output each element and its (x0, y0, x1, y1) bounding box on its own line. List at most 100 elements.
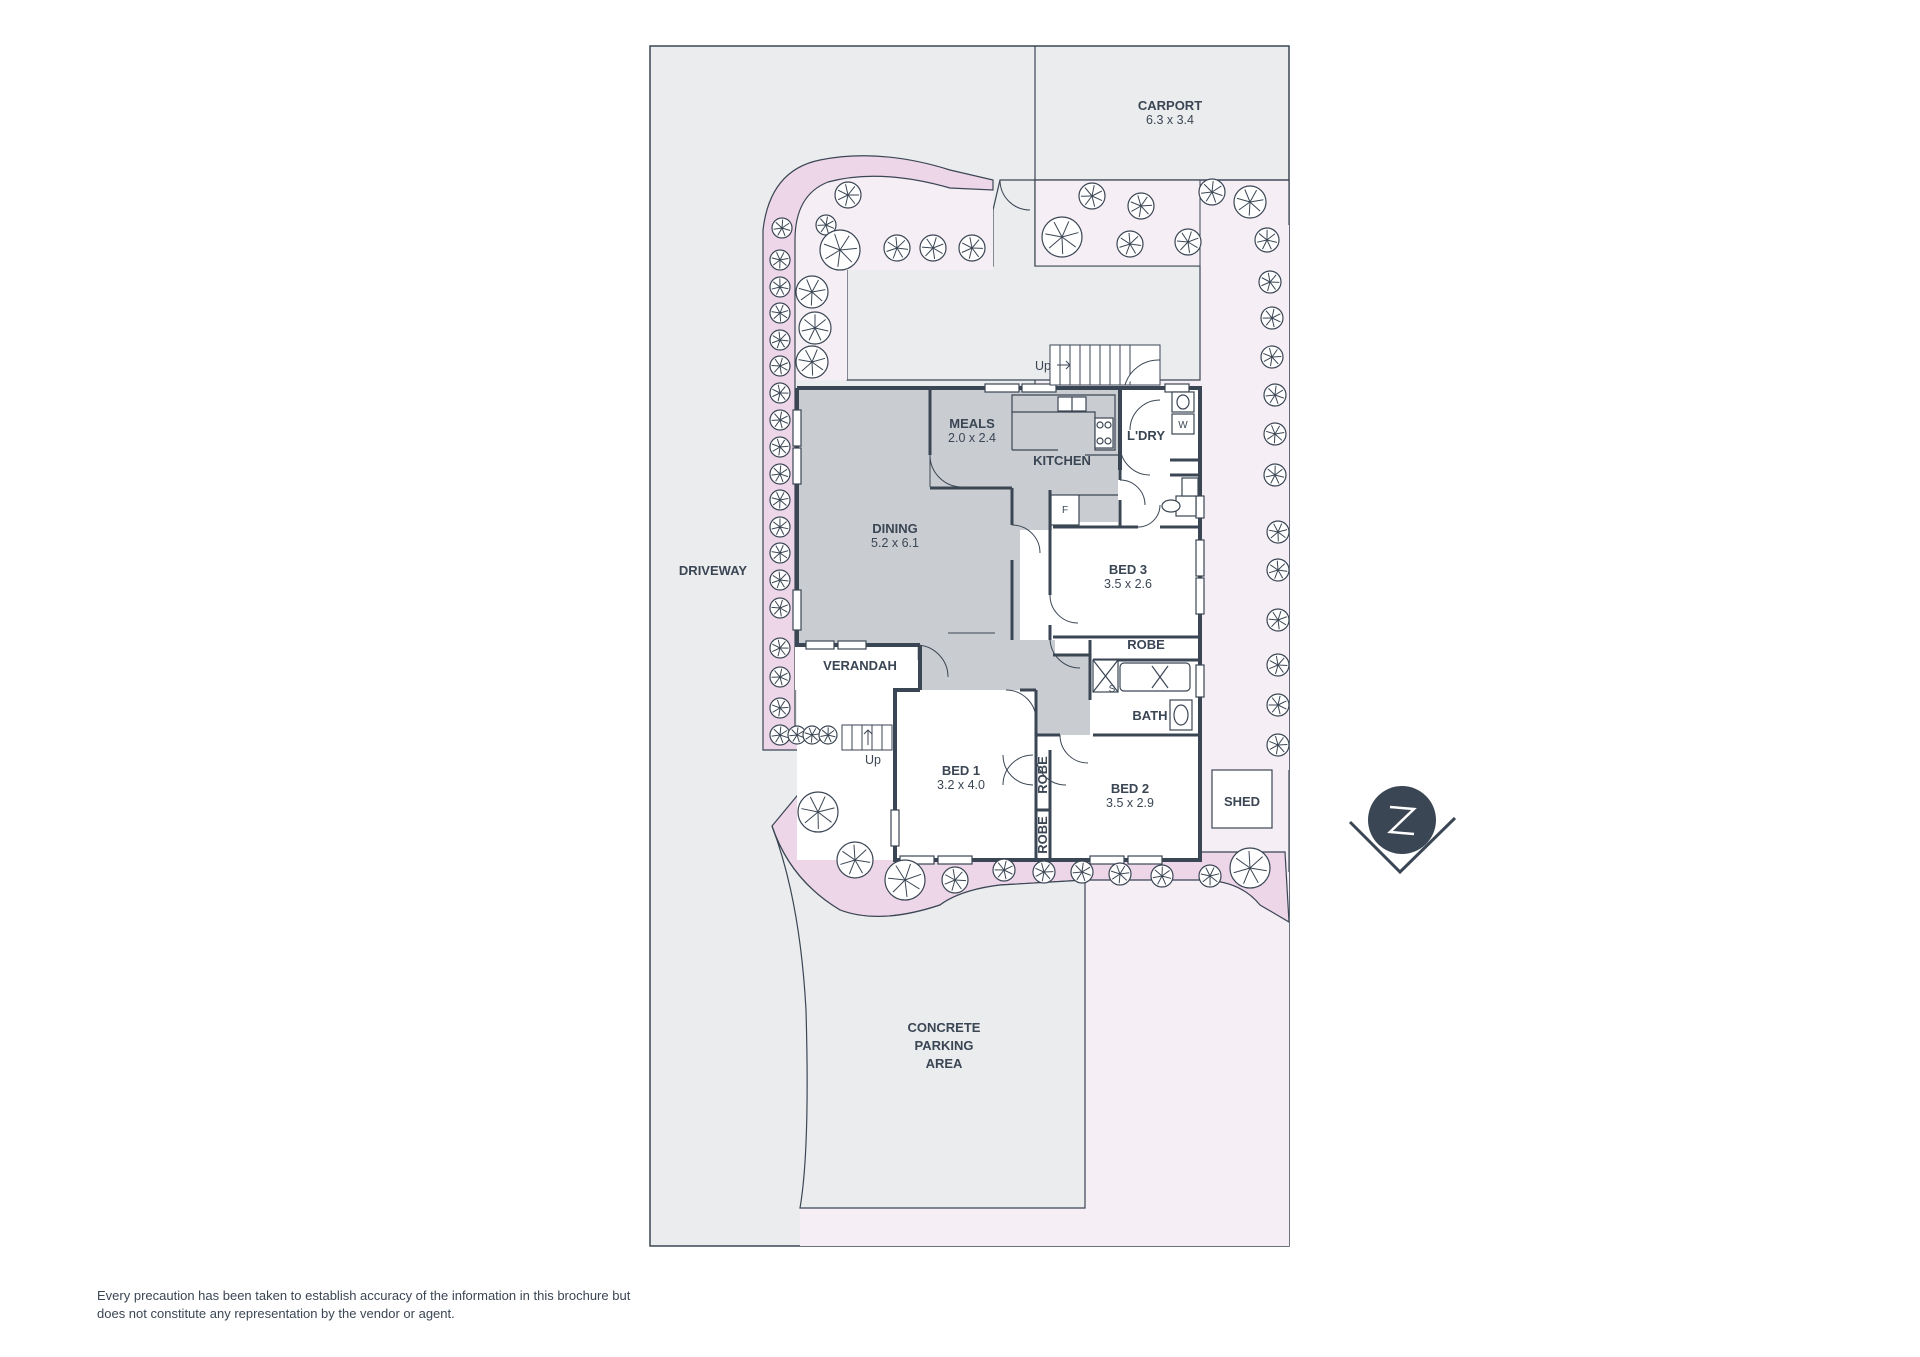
label-parking-1: CONCRETE (908, 1020, 981, 1035)
trees (769, 178, 1290, 901)
tree-icon (1174, 228, 1202, 256)
tree-icon (1266, 653, 1290, 677)
tree-icon (1260, 306, 1284, 330)
tree-icon (769, 302, 791, 324)
label-parking-3: AREA (926, 1056, 963, 1071)
tree-icon (769, 569, 791, 591)
tree-icon (883, 234, 911, 262)
disclaimer-text: Every precaution has been taken to estab… (97, 1288, 631, 1321)
label-bed2-dim: 3.5 x 2.9 (1106, 796, 1154, 810)
tree-icon (1198, 178, 1226, 206)
label-kitchen: KITCHEN (1033, 453, 1091, 468)
label-bed2: BED 2 (1111, 781, 1149, 796)
tree-icon (1266, 520, 1290, 544)
kitchen-benches (1011, 394, 1118, 526)
tree-icon (1266, 558, 1290, 582)
concrete-parking-area (771, 825, 1086, 1209)
label-bath: BATH (1132, 708, 1167, 723)
label-shower: S (1109, 684, 1116, 695)
tree-icon (769, 382, 791, 404)
rear-stairs (1049, 344, 1161, 386)
tree-icon (769, 724, 791, 746)
garden-top-left (765, 160, 993, 740)
tree-icon (795, 275, 829, 309)
laundry-fixtures (1161, 391, 1199, 517)
label-laundry: L'DRY (1127, 428, 1165, 443)
bed2-floor (1036, 735, 1198, 860)
tree-icon (769, 542, 791, 564)
tree-icon (1041, 216, 1083, 258)
tree-icon (769, 436, 791, 458)
tree-icon (834, 181, 862, 209)
tree-icon (1266, 693, 1290, 717)
tree-icon (769, 249, 791, 271)
label-robe-bed1-a: ROBE (1035, 756, 1050, 794)
bath-fixtures (1092, 659, 1193, 731)
tree-icon (1258, 270, 1282, 294)
tree-icon (769, 637, 791, 659)
tree-icon (1233, 185, 1267, 219)
label-stairs-up-rear: Up (1035, 359, 1051, 373)
tree-icon (769, 516, 791, 538)
interior-walls (928, 390, 1198, 860)
tree-icon (836, 841, 874, 879)
tree-icon (941, 866, 969, 894)
tree-icon (769, 697, 791, 719)
tree-icon (798, 311, 832, 345)
label-meals-dim: 2.0 x 2.4 (948, 431, 996, 445)
gate-swing (999, 179, 1031, 211)
tree-icon (1150, 864, 1174, 888)
tree-icon (818, 725, 838, 745)
front-stairs (841, 724, 893, 751)
tree-icon (1263, 422, 1287, 446)
tree-icon (1127, 192, 1155, 220)
tree-icon (1260, 345, 1284, 369)
label-stairs-up-front: Up (865, 753, 881, 767)
tree-icon (1032, 860, 1056, 884)
label-bed1: BED 1 (942, 763, 980, 778)
tree-icon (1108, 862, 1132, 886)
label-carport-dim: 6.3 x 3.4 (1146, 113, 1194, 127)
tree-icon (992, 858, 1016, 882)
tree-icon (884, 859, 926, 901)
label-bed3-dim: 3.5 x 2.6 (1104, 577, 1152, 591)
bed1-floor (896, 690, 1036, 860)
tree-icon (795, 345, 829, 379)
label-robe-bed3: ROBE (1127, 637, 1165, 652)
door-swings (915, 399, 1161, 786)
tree-icon (771, 217, 793, 239)
tree-icon (958, 234, 986, 262)
tree-icon (769, 276, 791, 298)
label-carport: CARPORT (1138, 98, 1202, 113)
windows (792, 383, 1205, 865)
tree-icon (1263, 383, 1287, 407)
tree-icon (1266, 733, 1290, 757)
hall-zone (916, 640, 1090, 735)
tree-icon (769, 329, 791, 351)
label-verandah: VERANDAH (823, 658, 897, 673)
shed (1211, 769, 1273, 829)
tree-icon (769, 597, 791, 619)
label-dining: DINING (872, 521, 918, 536)
tree-icon (769, 409, 791, 431)
tree-icon (769, 355, 791, 377)
tree-icon (1078, 182, 1106, 210)
label-shed: SHED (1224, 794, 1260, 809)
bed3-floor (1055, 530, 1198, 655)
tree-icon (919, 234, 947, 262)
tree-icon (1116, 230, 1144, 258)
tree-icon (797, 791, 839, 833)
label-driveway: DRIVEWAY (679, 563, 747, 578)
label-bed1-dim: 3.2 x 4.0 (937, 778, 985, 792)
tree-icon (802, 725, 822, 745)
tree-icon (769, 666, 791, 688)
label-dining-dim: 5.2 x 6.1 (871, 536, 919, 550)
label-fridge: F (1062, 505, 1068, 516)
label-washer: W (1178, 420, 1188, 431)
tree-icon (769, 489, 791, 511)
label-parking-2: PARKING (915, 1038, 974, 1053)
garden-bed-left (762, 155, 994, 751)
tree-icon (1198, 864, 1222, 888)
